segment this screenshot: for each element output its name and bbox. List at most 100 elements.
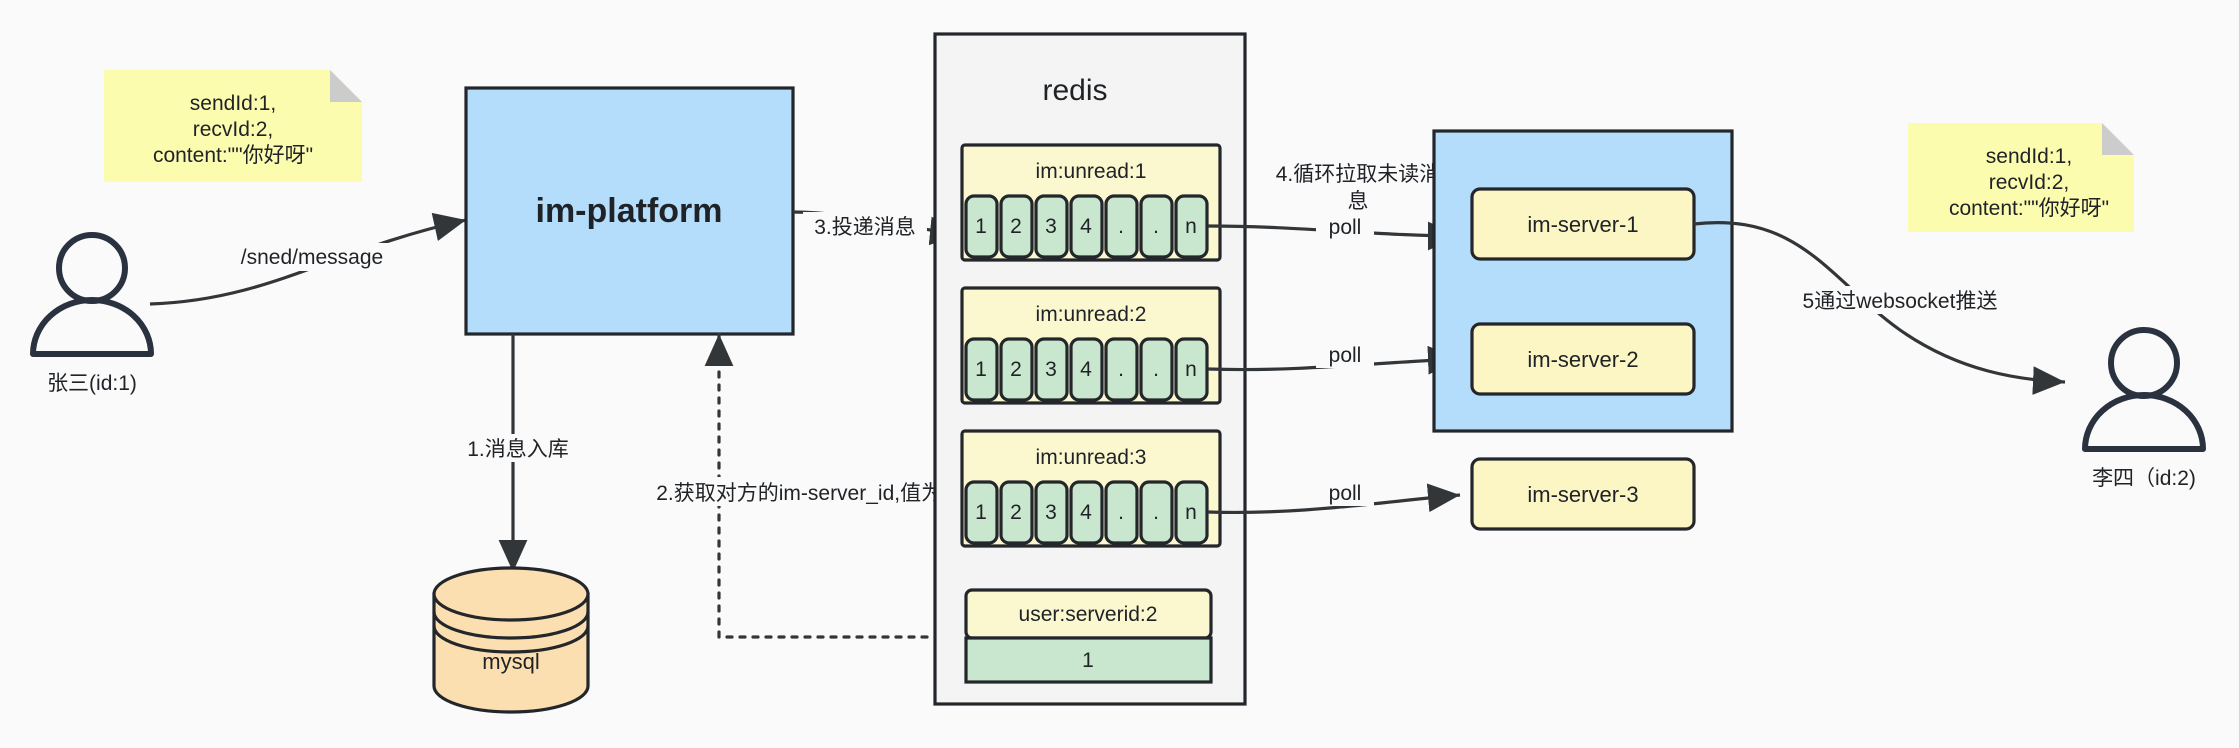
edge-label-step4-line1: 4.循环拉取未读消 <box>1276 163 1441 186</box>
redis-cell[interactable] <box>1034 194 1069 259</box>
redis-cell[interactable] <box>1069 337 1104 402</box>
note-left-line3: content:""你好呀" <box>153 144 313 167</box>
node-redis-title: redis <box>1042 74 1107 107</box>
redis-key-block-2[interactable]: im:unread:3 1 2 3 4 . . n <box>960 429 1222 548</box>
edge-label-poll-3: poll <box>1329 482 1362 505</box>
redis-cell[interactable] <box>1104 194 1139 259</box>
node-im-platform-label: im-platform <box>536 192 723 230</box>
redis-cell-label: . <box>1153 358 1159 381</box>
edge-send-message: /sned/message <box>149 212 467 306</box>
note-left: sendId:1, recvId:2, content:""你好呀" <box>104 70 362 182</box>
redis-cells-0: 1 2 3 4 . . n <box>964 194 1209 259</box>
redis-cell[interactable] <box>1139 194 1174 259</box>
node-im-server-3[interactable]: im-server-3 <box>1470 457 1696 531</box>
edge-deliver-message: 3.投递消息 <box>792 210 963 246</box>
edge-label-step2: 2.获取对方的im-server_id,值为1 <box>656 482 954 505</box>
redis-value-entry[interactable]: user:serverid:2 1 <box>964 588 1213 684</box>
redis-cell[interactable] <box>1139 337 1174 402</box>
redis-key-label-1: im:unread:2 <box>1036 303 1147 326</box>
redis-value-value-label: 1 <box>1082 649 1094 672</box>
redis-cell[interactable] <box>1174 337 1209 402</box>
edge-label-step1: 1.消息入库 <box>467 438 569 461</box>
note-right-line2: recvId:2, <box>1989 171 2070 194</box>
redis-cell[interactable] <box>1069 480 1104 545</box>
edge-label-step5: 5通过websocket推送 <box>1803 290 1998 313</box>
redis-cell-label: . <box>1118 501 1124 524</box>
redis-cell[interactable] <box>1104 480 1139 545</box>
avatar-body-icon <box>2082 392 2206 452</box>
node-im-server-1-label: im-server-1 <box>1527 212 1638 237</box>
edge-websocket-push: 5通过websocket推送 <box>1693 221 2066 395</box>
actor-receiver-label: 李四（id:2) <box>2092 467 2196 490</box>
redis-cell[interactable] <box>964 337 999 402</box>
redis-key-label-0: im:unread:1 <box>1036 160 1147 183</box>
note-left-line1: sendId:1, <box>190 92 276 115</box>
node-im-server-2[interactable]: im-server-2 <box>1470 322 1696 396</box>
redis-cell-label: n <box>1185 215 1197 238</box>
redis-key-block-1[interactable]: im:unread:2 1 2 3 4 . . n <box>960 286 1222 405</box>
redis-cell-label: 3 <box>1045 501 1057 524</box>
node-mysql-label: mysql <box>482 649 539 674</box>
edge-label-send-message: /sned/message <box>241 246 383 269</box>
node-im-server-3-label: im-server-3 <box>1527 482 1638 507</box>
edge-label-poll-2: poll <box>1329 344 1362 367</box>
redis-cell-label: . <box>1118 358 1124 381</box>
redis-cell-label: n <box>1185 501 1197 524</box>
redis-cell[interactable] <box>1034 337 1069 402</box>
redis-cell-label: 4 <box>1080 215 1092 238</box>
redis-cell-label: 4 <box>1080 501 1092 524</box>
actor-sender: 张三(id:1) <box>30 232 154 395</box>
redis-cells-1: 1 2 3 4 . . n <box>964 337 1209 402</box>
actor-sender-label: 张三(id:1) <box>47 372 137 395</box>
redis-cell[interactable] <box>1174 480 1209 545</box>
redis-cell[interactable] <box>1104 337 1139 402</box>
redis-cell-label: . <box>1118 215 1124 238</box>
redis-cell[interactable] <box>999 194 1034 259</box>
redis-cell[interactable] <box>999 480 1034 545</box>
edge-label-poll-1: poll <box>1329 216 1362 239</box>
redis-cells-2: 1 2 3 4 . . n <box>964 480 1209 545</box>
node-mysql[interactable]: mysql <box>432 566 590 714</box>
redis-cell-label: 3 <box>1045 215 1057 238</box>
redis-cell-label: n <box>1185 358 1197 381</box>
redis-cell-label: 2 <box>1010 215 1022 238</box>
redis-cell-label: 1 <box>975 215 987 238</box>
avatar-body-icon <box>30 297 154 357</box>
avatar-head-icon <box>2108 327 2180 399</box>
redis-cell-label: . <box>1153 501 1159 524</box>
redis-value-key-label: user:serverid:2 <box>1019 603 1158 626</box>
note-fold-corner-icon <box>2102 123 2134 155</box>
redis-cell[interactable] <box>964 194 999 259</box>
redis-key-label-2: im:unread:3 <box>1036 446 1147 469</box>
node-im-platform[interactable]: im-platform <box>464 86 795 336</box>
node-im-server-group: im-server-1 im-server-2 im-server-3 <box>1432 129 1734 531</box>
node-im-server-2-label: im-server-2 <box>1527 347 1638 372</box>
actor-receiver: 李四（id:2) <box>2082 327 2206 490</box>
redis-cell[interactable] <box>999 337 1034 402</box>
edge-label-step3: 3.投递消息 <box>814 216 916 239</box>
node-im-server-1[interactable]: im-server-1 <box>1470 187 1696 261</box>
note-right-line3: content:""你好呀" <box>1949 197 2109 220</box>
redis-cell[interactable] <box>1174 194 1209 259</box>
edge-persist-message: 1.消息入库 <box>452 334 584 572</box>
edge-poll-2: poll <box>1207 340 1461 375</box>
note-left-line2: recvId:2, <box>193 118 274 141</box>
redis-cell-label: 2 <box>1010 501 1022 524</box>
redis-cell[interactable] <box>1139 480 1174 545</box>
redis-cell[interactable] <box>1034 480 1069 545</box>
redis-cell[interactable] <box>1069 194 1104 259</box>
note-right-line1: sendId:1, <box>1986 145 2072 168</box>
note-right: sendId:1, recvId:2, content:""你好呀" <box>1908 123 2134 232</box>
edge-poll-3: poll <box>1207 478 1461 515</box>
redis-cell-label: . <box>1153 215 1159 238</box>
redis-cell-label: 2 <box>1010 358 1022 381</box>
redis-cell-label: 3 <box>1045 358 1057 381</box>
edge-label-step4-line2: 息 <box>1348 190 1369 213</box>
redis-cell-label: 1 <box>975 358 987 381</box>
redis-cell[interactable] <box>964 480 999 545</box>
redis-key-block-0[interactable]: im:unread:1 1 2 3 4 . . n <box>960 143 1222 262</box>
avatar-head-icon <box>56 232 128 304</box>
redis-cell-label: 1 <box>975 501 987 524</box>
